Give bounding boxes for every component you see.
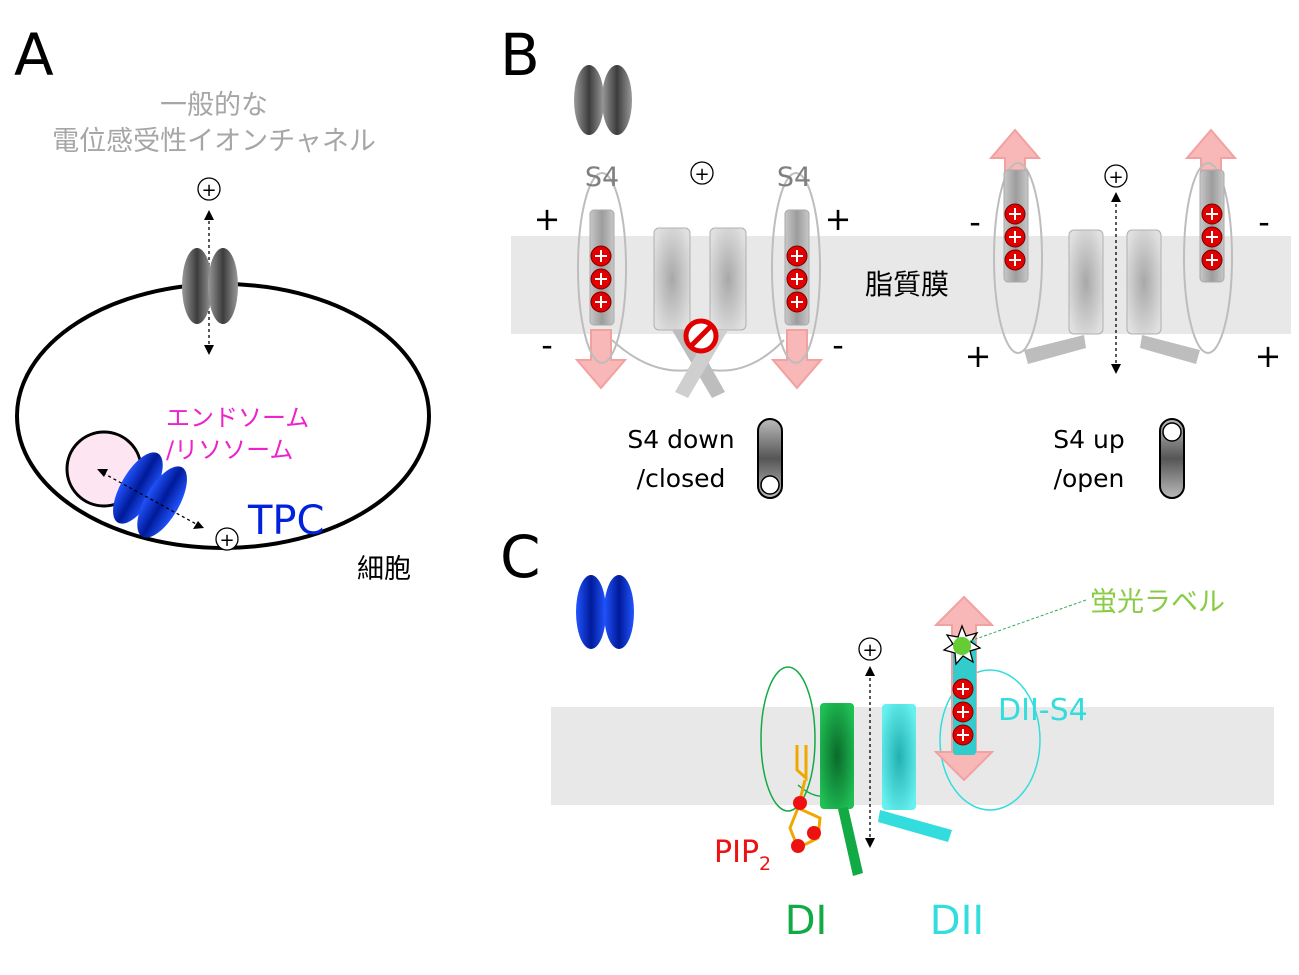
gating-charges-left bbox=[590, 245, 612, 313]
closed-state: S4 S4 + + + - - S4 down /closed bbox=[534, 161, 852, 499]
open-label-line1: S4 up bbox=[1053, 425, 1124, 454]
panel-c-letter: C bbox=[500, 523, 541, 591]
sign-minus-otr: - bbox=[1258, 203, 1270, 241]
membrane-label: 脂質膜 bbox=[865, 268, 949, 301]
panel-a-letter: A bbox=[14, 21, 54, 89]
blocked-icon bbox=[683, 318, 719, 354]
s4-label-left: S4 bbox=[585, 162, 619, 193]
tpc-ion-flow bbox=[102, 472, 199, 526]
down-arrow-left bbox=[574, 329, 628, 390]
panel-c: C 蛍光ラベル bbox=[500, 523, 1274, 944]
toggle-closed-icon bbox=[757, 418, 783, 499]
gating-charges-open-right bbox=[1201, 203, 1223, 271]
panel-b-letter: B bbox=[500, 21, 540, 89]
fluorescent-label-icon bbox=[942, 624, 982, 666]
sign-plus-tl: + bbox=[534, 200, 561, 238]
svg-text:+: + bbox=[862, 640, 877, 661]
cation-icon: + bbox=[197, 177, 221, 201]
tpc-label: TPC bbox=[247, 498, 324, 544]
fluorescent-label-text: 蛍光ラベル bbox=[1090, 587, 1225, 618]
pip2-lipid bbox=[788, 745, 822, 853]
tpc-cation-icon: + bbox=[215, 527, 239, 551]
cation-icon-b-open: + bbox=[1104, 164, 1128, 188]
toggle-open-icon bbox=[1159, 418, 1185, 499]
pip2-label: PIP2 bbox=[714, 835, 771, 875]
dii-helix bbox=[882, 704, 916, 810]
sign-plus-obl: + bbox=[965, 337, 992, 375]
cation-icon-b-closed: + bbox=[690, 161, 714, 185]
open-label-line2: /open bbox=[1054, 464, 1125, 493]
di-label: DI bbox=[785, 898, 828, 944]
organelle-label-line1: エンドソーム bbox=[166, 404, 309, 432]
svg-text:+: + bbox=[694, 164, 709, 185]
gray-channel-legend-icon bbox=[574, 65, 632, 135]
tpc-legend-icon bbox=[576, 575, 634, 649]
s4-label-right: S4 bbox=[777, 162, 811, 193]
svg-text:+: + bbox=[1108, 167, 1123, 188]
sign-plus-obr: + bbox=[1255, 337, 1282, 375]
gray-channel-icon bbox=[182, 248, 238, 324]
cation-plus: + bbox=[201, 180, 216, 201]
dii-s4-label: DII-S4 bbox=[998, 693, 1088, 728]
panel-b: B 脂質膜 bbox=[500, 21, 1291, 499]
label-leader-line bbox=[969, 599, 1087, 642]
gating-charges-right bbox=[786, 245, 808, 313]
down-arrow-right bbox=[770, 329, 824, 390]
dii-label: DII bbox=[930, 898, 984, 944]
sign-minus-br: - bbox=[832, 326, 844, 364]
tpc-channel-icon bbox=[113, 452, 187, 538]
panel-a: A 一般的な 電位感受性イオンチャネル + + エンドソー bbox=[14, 21, 431, 585]
cation-icon-c: + bbox=[858, 637, 882, 661]
tpc-cation-plus: + bbox=[219, 530, 234, 551]
gating-charges-open-left bbox=[1004, 203, 1026, 271]
organelle-label-line2: /リソソーム bbox=[166, 436, 293, 464]
closed-label-line2: /closed bbox=[637, 464, 726, 493]
sign-plus-tr: + bbox=[825, 200, 852, 238]
gating-charges-c bbox=[952, 678, 974, 746]
cell-label: 細胞 bbox=[357, 554, 411, 585]
sign-minus-otl: - bbox=[969, 203, 981, 241]
di-helix bbox=[820, 703, 854, 809]
sign-minus-bl: - bbox=[541, 326, 553, 364]
panel-a-title-line2: 電位感受性イオンチャネル bbox=[52, 126, 376, 157]
open-state: + - - + + S4 up /open bbox=[965, 128, 1282, 499]
closed-label-line1: S4 down bbox=[627, 425, 734, 454]
panel-a-title-line1: 一般的な bbox=[160, 90, 268, 121]
